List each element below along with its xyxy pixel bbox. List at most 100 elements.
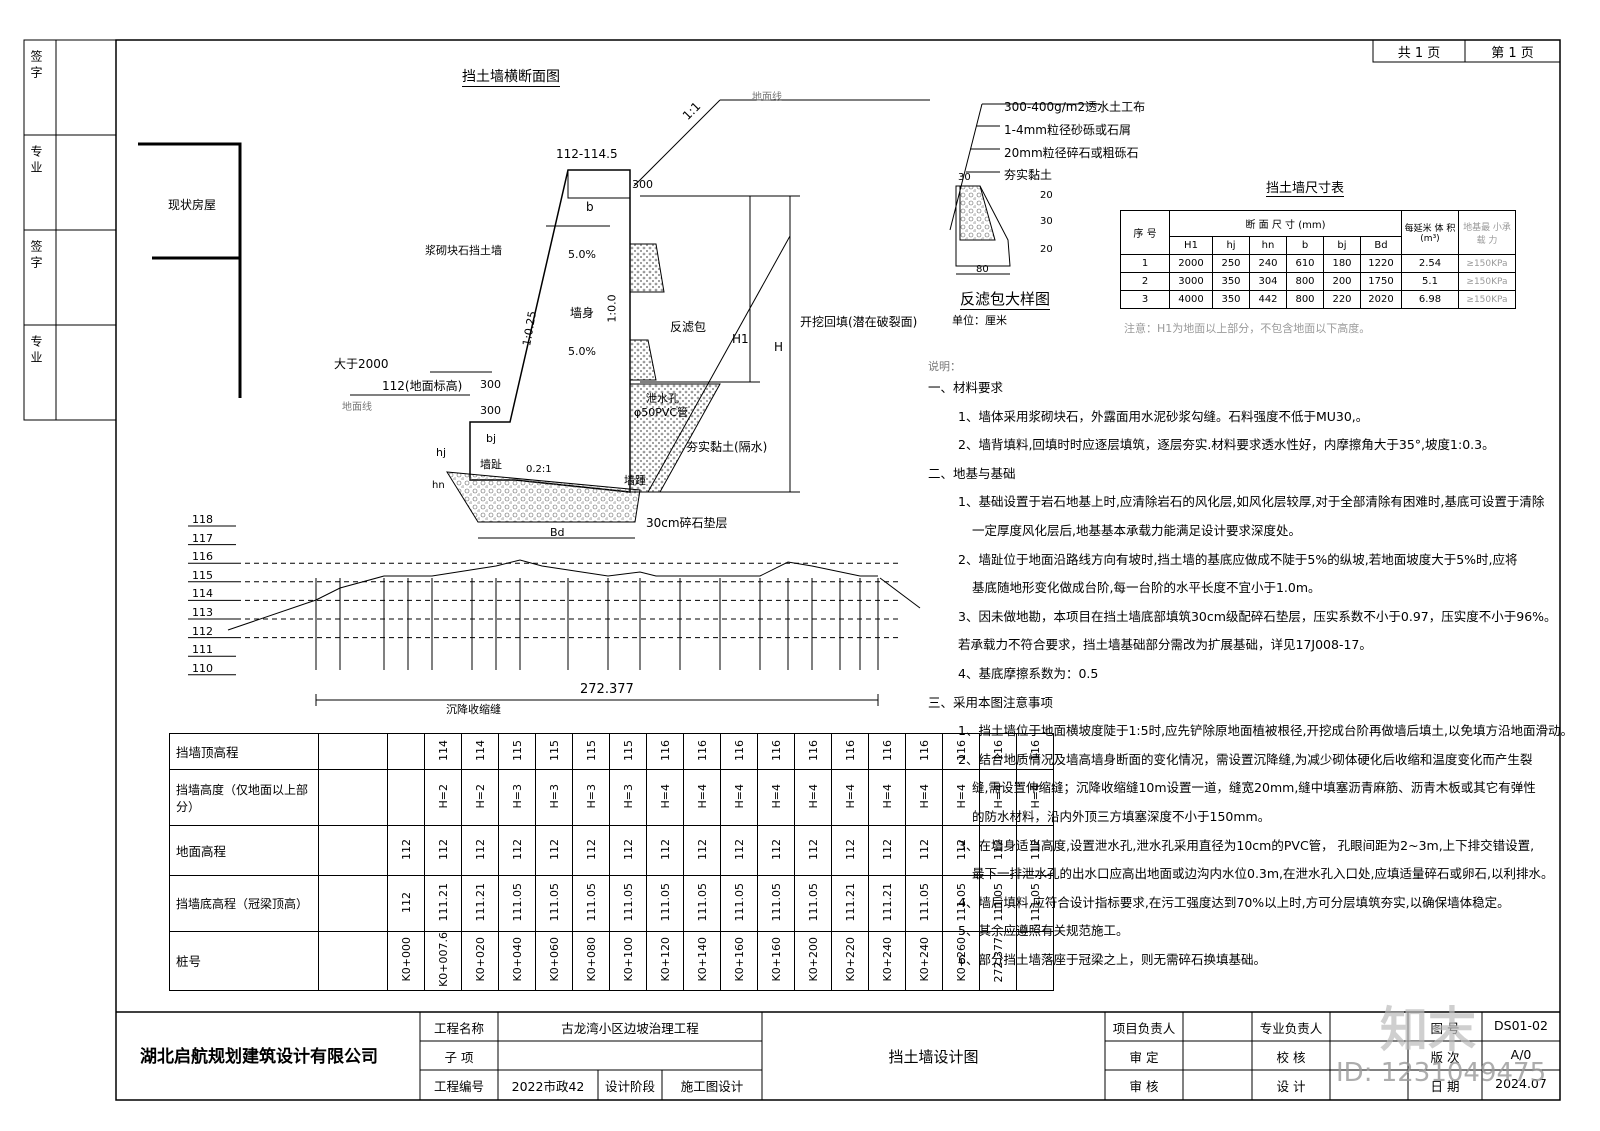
station-cell: 111.21 [424,875,462,932]
station-cell-value: K0+160 [732,937,746,982]
ground-line-label: 地面线 [752,92,782,103]
station-cell-value: K0+007.6 [436,932,450,987]
station-cell-value: 111.05 [991,882,1005,922]
station-cell: 112 [979,825,1017,876]
note-2-4: 4、基底摩擦系数为：0.5 [958,665,1099,681]
station-cell-value: 111.05 [1028,882,1042,922]
station-cell-value: 112 [1028,838,1042,860]
station-cell-value: H=4 [769,783,783,809]
station-cell: 112 [609,825,647,876]
station-cell: K0+080 [572,931,610,991]
check-label: 校 核 [1276,1050,1306,1065]
watermark-brand: 知末 [1380,1002,1477,1058]
dim-cell-bj: 220 [1323,290,1361,309]
note-2-3: 3、因未做地勘，本项目在挡土墙底部填筑30cm级配碎石垫层，压实系数不小于0.9… [958,608,1557,624]
station-cell: 116 [979,733,1017,770]
drawing-title: 挡土墙设计图 [888,1048,979,1066]
station-cell: 111.05 [757,875,795,932]
note-3-1: 1、挡土墙位于地面横坡度陡于1:5时,应先铲除原地面植被根径,开挖成台阶再做墙后… [958,723,1573,739]
station-cell-value: K0+020 [473,937,487,982]
station-cell-value: 115 [621,739,635,761]
specialty-leader-label: 专业负责人 [1259,1021,1323,1036]
dim-300-lower: 300 [480,404,501,417]
heel-label: 墙踵 [624,474,646,487]
station-cell-value: 111.21 [473,882,487,922]
station-cell-value: 112 [658,838,672,860]
drawing-no-label: 图 号 [1430,1021,1460,1036]
station-cell: 112 [646,825,684,876]
station-cell-value: 111.05 [510,882,524,922]
dim-cell-bear: ≥150KPa [1458,290,1516,309]
station-spacer-cell [318,769,388,826]
design-stage: 施工图设计 [680,1079,744,1094]
station-cell: H=4 [905,769,943,826]
elevation-label: 110 [192,661,213,675]
elevation-label: 117 [192,531,213,545]
station-cell: 111.05 [794,875,832,932]
station-cell: H=4 [683,769,721,826]
station-cell: 112 [757,825,795,876]
watermark-id: ID: 1231049475 [1336,1058,1547,1088]
station-cell-value: H=4 [843,783,857,809]
station-cell-value: 111.05 [621,882,635,922]
station-cell-value: K0+200 [806,937,820,982]
filter-dim-right-3: 20 [1040,244,1053,255]
station-cell-value: K0+240 [917,937,931,982]
station-row-label: 挡墙底高程（冠梁顶高） [169,875,319,932]
station-cell: 112 [1016,825,1054,876]
station-cell: H=4 [1016,769,1054,826]
settlement-joint-label: 沉降收缩缝 [446,703,501,716]
station-cell: H=4 [831,769,869,826]
project-leader-label: 项目负责人 [1112,1021,1176,1036]
station-cell: 115 [535,733,573,770]
station-cell-value: K0+240 [880,937,894,982]
station-cell: 115 [609,733,647,770]
station-cell: H=3 [498,769,536,826]
gravel-cushion-label: 30cm碎石垫层 [646,516,728,530]
station-cell-value: 112 [399,838,413,860]
side-specialty-label-2: 专 业 [29,335,43,363]
station-cell-value: H=4 [658,783,672,809]
station-cell: 112 [868,825,906,876]
station-cell: 112 [387,875,425,932]
dim-col-section-text: 断 面 尺 寸 [1245,220,1296,231]
station-cell-value: 116 [991,739,1005,761]
station-cell: H=3 [609,769,647,826]
station-cell: K0+240 [905,931,943,991]
review-label: 审 核 [1129,1079,1159,1094]
station-cell: K0+060 [535,931,573,991]
station-row-label: 地面高程 [169,825,319,876]
station-cell-value: 111.05 [695,882,709,922]
project-no: 2022市政42 [511,1079,585,1094]
station-cell-value: 111.05 [806,882,820,922]
station-cell: H=3 [535,769,573,826]
note-2-3-cont: 若承载力不符合要求，挡土墙基础部分需改为扩展基础，详见17J008-17。 [958,637,1372,653]
station-cell-value: 111.05 [658,882,672,922]
note-3-3: 3、在墙身适当高度,设置泄水孔,泄水孔采用直径为10cm的PVC管， 孔眼间距为… [958,837,1535,853]
wall-body-label: 墙身 [570,306,595,320]
station-cell: 116 [1016,733,1054,770]
station-spacer-cell [318,931,388,991]
station-cell: H=2 [461,769,499,826]
filter-detail-title: 反滤包大样图 [960,290,1051,310]
station-cell: 111.05 [535,875,573,932]
station-row-label: 挡墙顶高程 [169,733,319,770]
side-specialty-label-1: 专 业 [29,145,43,173]
stage-label: 设计阶段 [604,1079,655,1094]
filter-layer-2: 1-4mm粒径砂砾或石屑 [1004,123,1131,137]
station-cell-value: H=4 [954,783,968,809]
station-cell: 112 [387,825,425,876]
station-cell-value: 111.05 [917,882,931,922]
station-cell-value: 112 [473,838,487,860]
profile-length: 272.377 [580,682,634,697]
station-cell-value: 116 [806,739,820,761]
note-1-2: 2、墙背填料,回填时时应逐层填筑，逐层夯实.材料要求透水性好，内摩擦角大于35°… [958,437,1495,453]
station-cell-value: 112 [880,838,894,860]
station-cell-value: H=4 [806,783,820,809]
version: A/0 [1510,1047,1532,1062]
